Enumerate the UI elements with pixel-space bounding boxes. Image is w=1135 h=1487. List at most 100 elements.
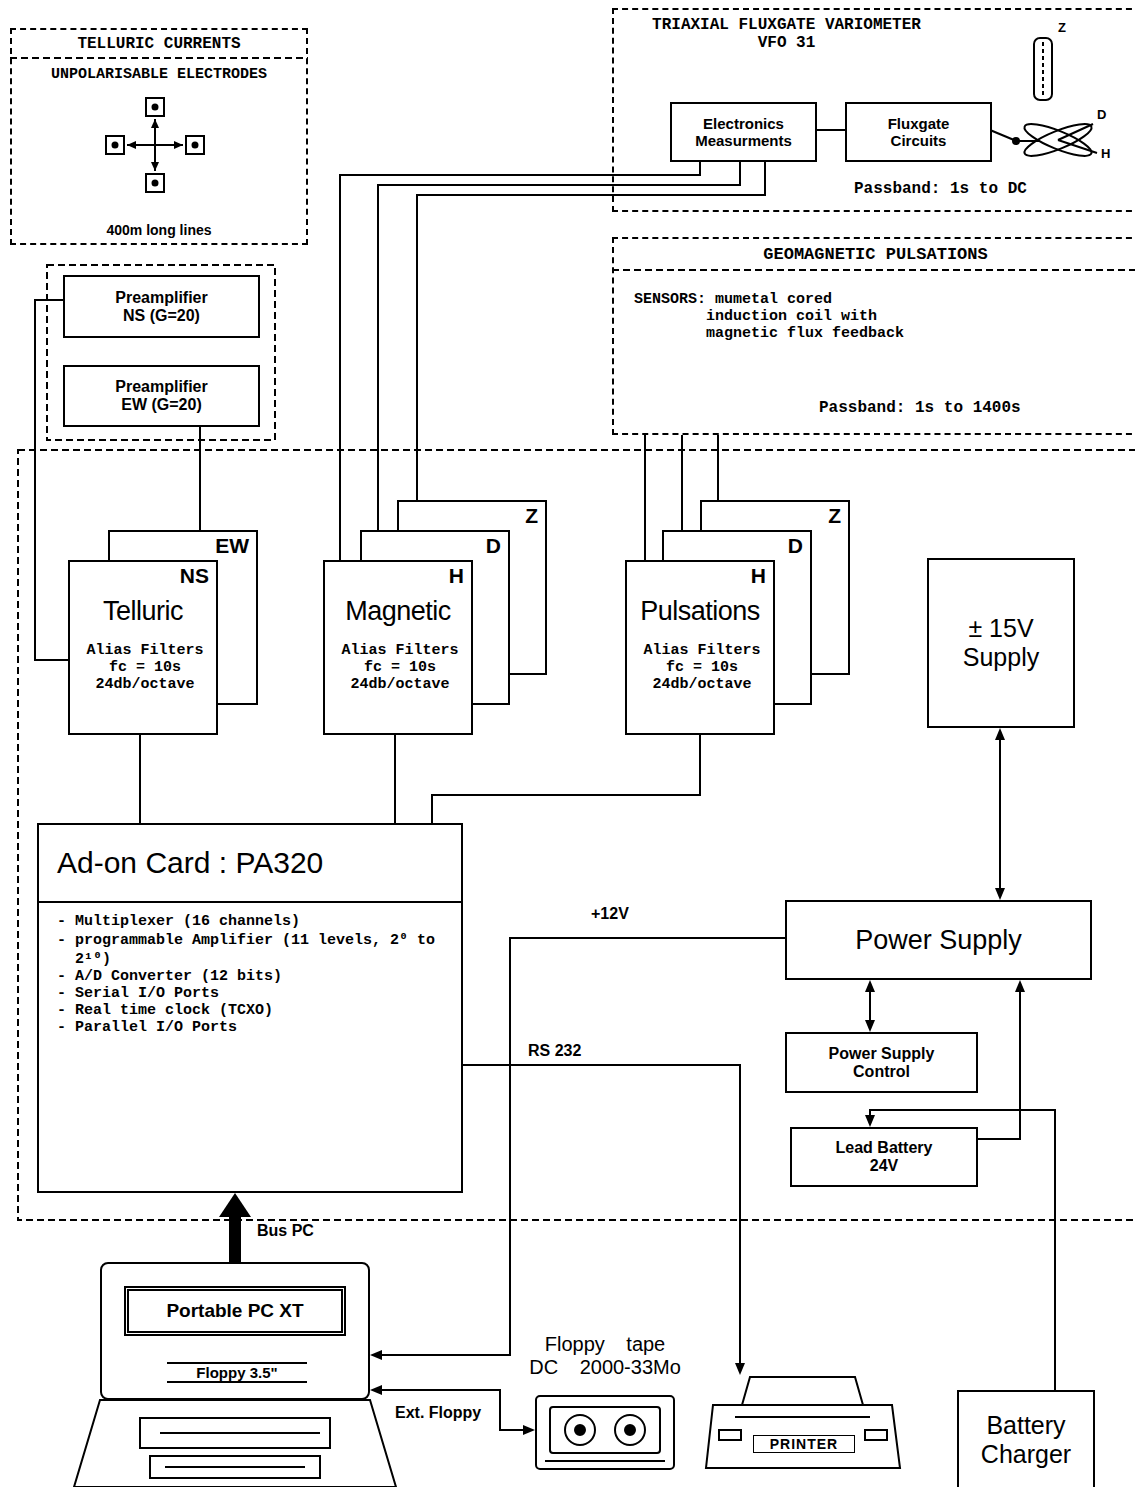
z-coil bbox=[1034, 38, 1052, 100]
key-row bbox=[160, 1432, 320, 1434]
connector bbox=[394, 735, 396, 823]
electrode bbox=[106, 136, 124, 154]
filter-card: H MagneticAlias Filters fc = 10s 24db/oct… bbox=[323, 560, 473, 735]
charger-box: Battery Charger bbox=[957, 1390, 1095, 1487]
laptop-screen-text: Portable PC XT bbox=[124, 1286, 346, 1336]
printer-outline bbox=[705, 1375, 900, 1470]
tape-drive-part bbox=[615, 1415, 645, 1445]
electrode-dot bbox=[153, 181, 158, 186]
battery-box: Lead Battery 24V bbox=[790, 1127, 978, 1187]
charger-box-text: Battery Charger bbox=[966, 1411, 1086, 1469]
dashed-enclosure bbox=[10, 58, 1135, 1220]
variometer-panel-text: TRIAXIAL FLUXGATE VARIOMETER VFO 31 bbox=[644, 16, 929, 52]
electrode-cross bbox=[106, 98, 204, 192]
filter-card-text: EW bbox=[215, 534, 249, 558]
tape-drive-part bbox=[550, 1407, 660, 1453]
adapter-card-text: - Multiplexer (16 channels) bbox=[57, 913, 451, 930]
connector-label: +12V bbox=[588, 905, 632, 923]
electrode-dot bbox=[193, 143, 198, 148]
axis-label: D bbox=[1097, 107, 1106, 122]
filter-card-text: Alias Filters fc = 10s 24db/octave bbox=[637, 642, 767, 693]
control-box-text: Power Supply Control bbox=[819, 1045, 944, 1081]
filter-card-text: Z bbox=[828, 504, 841, 528]
connector-label: Bus PC bbox=[254, 1222, 317, 1240]
connector bbox=[681, 435, 683, 530]
filter-card-text: Pulsations bbox=[627, 596, 773, 627]
keyboard bbox=[140, 1418, 330, 1448]
filter-card-text: NS bbox=[180, 564, 209, 588]
variometer-panel-text: Passband: 1s to DC bbox=[854, 180, 1027, 198]
connector bbox=[432, 735, 700, 823]
d-axis bbox=[1058, 124, 1093, 140]
electrode bbox=[146, 174, 164, 192]
sensor-wire bbox=[990, 130, 1014, 140]
pulsation-panel-text: SENSORS: mumetal cored induction coil wi… bbox=[634, 291, 914, 342]
connector bbox=[644, 435, 646, 560]
printer-text: PRINTER bbox=[753, 1435, 855, 1453]
filter-card-text: Alias Filters fc = 10s 24db/octave bbox=[335, 642, 465, 693]
key-row bbox=[165, 1466, 305, 1468]
printer-part bbox=[719, 1430, 741, 1440]
connector bbox=[869, 992, 871, 1020]
connector bbox=[978, 992, 1020, 1139]
preamplifier-group-outline bbox=[47, 265, 275, 440]
pulsation-panel-text: Passband: 1s to 1400s bbox=[819, 399, 1021, 417]
pulsation-panel-text: GEOMAGNETIC PULSATIONS bbox=[614, 245, 1135, 264]
adapter-card: Ad-on Card : PA320- Multiplexer (16 chan… bbox=[37, 823, 463, 1193]
filter-card: HPulsationsAlias Filters fc = 10s 24db/o… bbox=[625, 560, 775, 735]
telluric-panel-text: UNPOLARISABLE ELECTRODES bbox=[12, 66, 306, 83]
printer-part bbox=[865, 1430, 887, 1440]
connector bbox=[229, 1217, 241, 1262]
printer-part bbox=[742, 1377, 863, 1405]
adapter-card-text: - Serial I/O Ports bbox=[57, 985, 451, 1002]
tape-drive-part bbox=[575, 1425, 585, 1435]
laptop-screen-text: Floppy 3.5" bbox=[167, 1362, 307, 1383]
axis-label: H bbox=[1101, 146, 1110, 161]
laptop-base bbox=[74, 1400, 396, 1487]
fluxgate-sensor bbox=[990, 38, 1097, 162]
connector bbox=[378, 162, 740, 530]
laptop-screen: Portable PC XT Floppy 3.5" bbox=[100, 1262, 370, 1400]
tape-drive-part bbox=[565, 1415, 595, 1445]
connector bbox=[139, 735, 141, 823]
control-box: Power Supply Control bbox=[785, 1032, 978, 1093]
electrode bbox=[146, 98, 164, 116]
preamplifier-box-text: Preamplifier NS (G=20) bbox=[107, 289, 217, 325]
acquisition-unit-outline bbox=[18, 450, 1135, 1220]
telluric-panel: TELLURIC CURRENTSUNPOLARISABLE ELECTRODE… bbox=[10, 28, 308, 245]
adapter-card-text: - Parallel I/O Ports bbox=[57, 1019, 451, 1036]
filter-card-text: Telluric bbox=[70, 596, 216, 627]
filter-card-text: D bbox=[788, 534, 803, 558]
filter-card-text: Alias Filters fc = 10s 24db/octave bbox=[80, 642, 210, 693]
battery-box-text: Lead Battery 24V bbox=[824, 1139, 944, 1175]
connector bbox=[817, 129, 845, 131]
connector bbox=[35, 300, 68, 660]
filter-card-text: Magnetic bbox=[325, 596, 471, 627]
filter-card-text: H bbox=[449, 564, 464, 588]
tape-drive-text: Floppy tape DC 2000-33Mo bbox=[525, 1333, 685, 1379]
filter-card-text: D bbox=[486, 534, 501, 558]
tape-drive-shape bbox=[536, 1396, 674, 1469]
connector bbox=[999, 740, 1001, 888]
tape-drive: Floppy tape DC 2000-33Mo bbox=[535, 1395, 689, 1470]
connector bbox=[463, 1065, 740, 1363]
printer: PRINTER bbox=[705, 1375, 900, 1470]
connector bbox=[199, 427, 201, 530]
z-core bbox=[1042, 42, 1044, 96]
adapter-card-text: - Real time clock (TCXO) bbox=[57, 1002, 451, 1019]
process-box-text: Fluxgate Circuits bbox=[869, 115, 969, 149]
h-axis bbox=[1058, 140, 1097, 153]
tape-drive-part bbox=[625, 1425, 635, 1435]
electrode-line bbox=[154, 119, 156, 171]
telluric-panel-text: 400m long lines bbox=[12, 222, 306, 238]
power-supply-box-text: Power Supply bbox=[855, 925, 1022, 956]
filter-card-text: Z bbox=[525, 504, 538, 528]
adapter-card-text: - A/D Converter (12 bits) bbox=[57, 968, 451, 985]
filter-card: NS TelluricAlias Filters fc = 10s 24db/oc… bbox=[68, 560, 218, 735]
supply-box-text: ± 15V Supply bbox=[951, 614, 1051, 672]
variometer-panel: TRIAXIAL FLUXGATE VARIOMETER VFO 31 Passb… bbox=[612, 8, 1135, 212]
tape-drive-outline bbox=[535, 1395, 675, 1470]
printer-part bbox=[706, 1405, 900, 1468]
keyboard bbox=[150, 1456, 320, 1478]
